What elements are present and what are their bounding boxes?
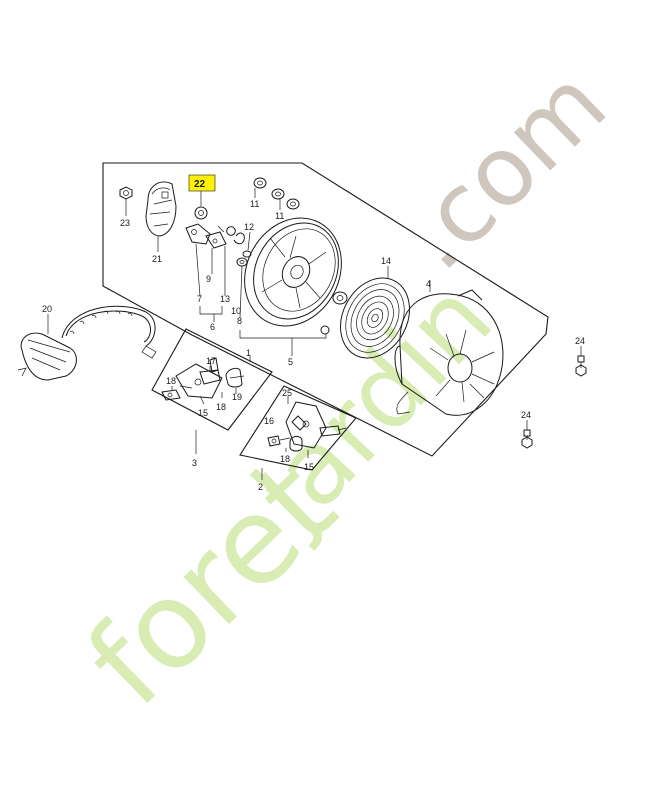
label-part-24-upper: 24 <box>575 336 585 346</box>
label-part-4: 4 <box>426 279 431 289</box>
label-part-20: 20 <box>42 304 52 314</box>
assembly-frame-outer <box>102 162 549 457</box>
label-part-12: 12 <box>244 222 254 232</box>
part-11-washers <box>253 177 300 210</box>
label-part-2: 2 <box>258 482 263 492</box>
part-5-reel-pulley <box>244 217 342 327</box>
part-23-nut <box>119 186 133 200</box>
label-part-18-lower: 18 <box>280 454 290 464</box>
label-part-15-left: 15 <box>198 408 208 418</box>
label-part-18-left: 18 <box>166 376 176 386</box>
subassembly-3-parts <box>161 357 245 401</box>
subassembly-frame-3 <box>151 328 273 431</box>
leader-lines <box>47 188 582 480</box>
label-part-19: 19 <box>232 392 242 402</box>
label-part-22: 22 <box>194 179 206 190</box>
part-labels: 22 23 21 9 7 13 6 8 10 12 11 11 1 5 14 4… <box>42 179 585 492</box>
watermark: foret jardin .com <box>62 47 628 733</box>
part-24-bolt-lower <box>521 429 533 449</box>
part-24-bolt-upper <box>575 355 587 377</box>
part-14-recoil-spring <box>340 277 410 359</box>
label-part-16: 16 <box>264 416 274 426</box>
label-part-9: 9 <box>206 274 211 284</box>
label-part-25: 25 <box>282 388 292 398</box>
label-part-15-right: 15 <box>304 462 314 472</box>
label-part-18-center: 18 <box>216 402 226 412</box>
highlight-box-22 <box>188 174 216 192</box>
part-10-collar <box>320 291 348 335</box>
label-part-6: 6 <box>210 322 215 332</box>
label-part-24-lower: 24 <box>521 410 531 420</box>
subassembly-frame-2 <box>239 385 357 471</box>
subassembly-2-parts <box>267 401 347 452</box>
label-part-11-right: 11 <box>275 211 284 221</box>
label-part-10: 10 <box>231 306 241 316</box>
part-20-handle-rope <box>17 305 157 381</box>
label-part-8: 8 <box>237 316 242 326</box>
part-13-spring <box>217 225 245 245</box>
label-part-3: 3 <box>192 458 197 468</box>
part-22-washer <box>188 174 216 220</box>
label-part-7: 7 <box>197 294 202 304</box>
part-ratchet-pawl <box>185 223 227 249</box>
label-part-17: 17 <box>206 356 216 366</box>
label-part-1: 1 <box>246 348 251 358</box>
part-21-cam-cover <box>145 181 177 237</box>
part-4-starter-case <box>394 289 504 416</box>
label-part-14: 14 <box>381 256 391 266</box>
label-part-21: 21 <box>152 254 162 264</box>
label-part-5: 5 <box>288 357 293 367</box>
watermark-dot-com: .com <box>380 47 627 291</box>
label-part-23: 23 <box>120 218 130 228</box>
label-part-13: 13 <box>220 294 230 304</box>
label-part-11-left: 11 <box>250 199 259 209</box>
